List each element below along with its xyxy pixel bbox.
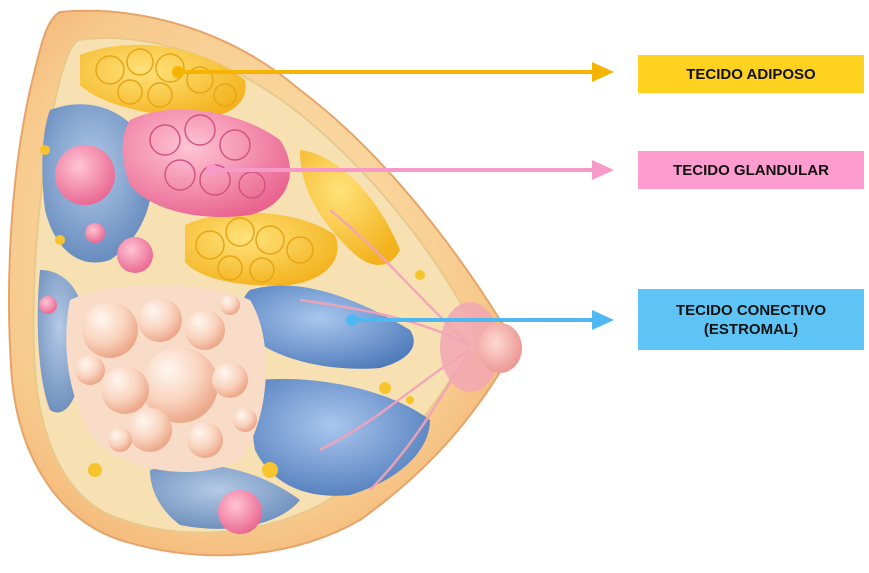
- label-connective-text-line1: TECIDO CONECTIVO: [676, 301, 826, 320]
- label-adipose-tissue: TECIDO ADIPOSO: [638, 55, 864, 93]
- glandular-nodule-large: [55, 145, 115, 205]
- label-connective-tissue: TECIDO CONECTIVO (ESTROMAL): [638, 289, 864, 350]
- glandular-nodule-small-1: [117, 237, 153, 273]
- nipple: [478, 323, 522, 373]
- glandular-nodule-small-4: [39, 296, 57, 314]
- label-glandular-text: TECIDO GLANDULAR: [673, 161, 829, 180]
- label-connective-text-line2: (ESTROMAL): [704, 320, 798, 339]
- label-glandular-tissue: TECIDO GLANDULAR: [638, 151, 864, 189]
- label-adipose-text: TECIDO ADIPOSO: [686, 65, 815, 84]
- glandular-nodule-small-2: [85, 223, 105, 243]
- glandular-nodule-small-3: [218, 490, 262, 534]
